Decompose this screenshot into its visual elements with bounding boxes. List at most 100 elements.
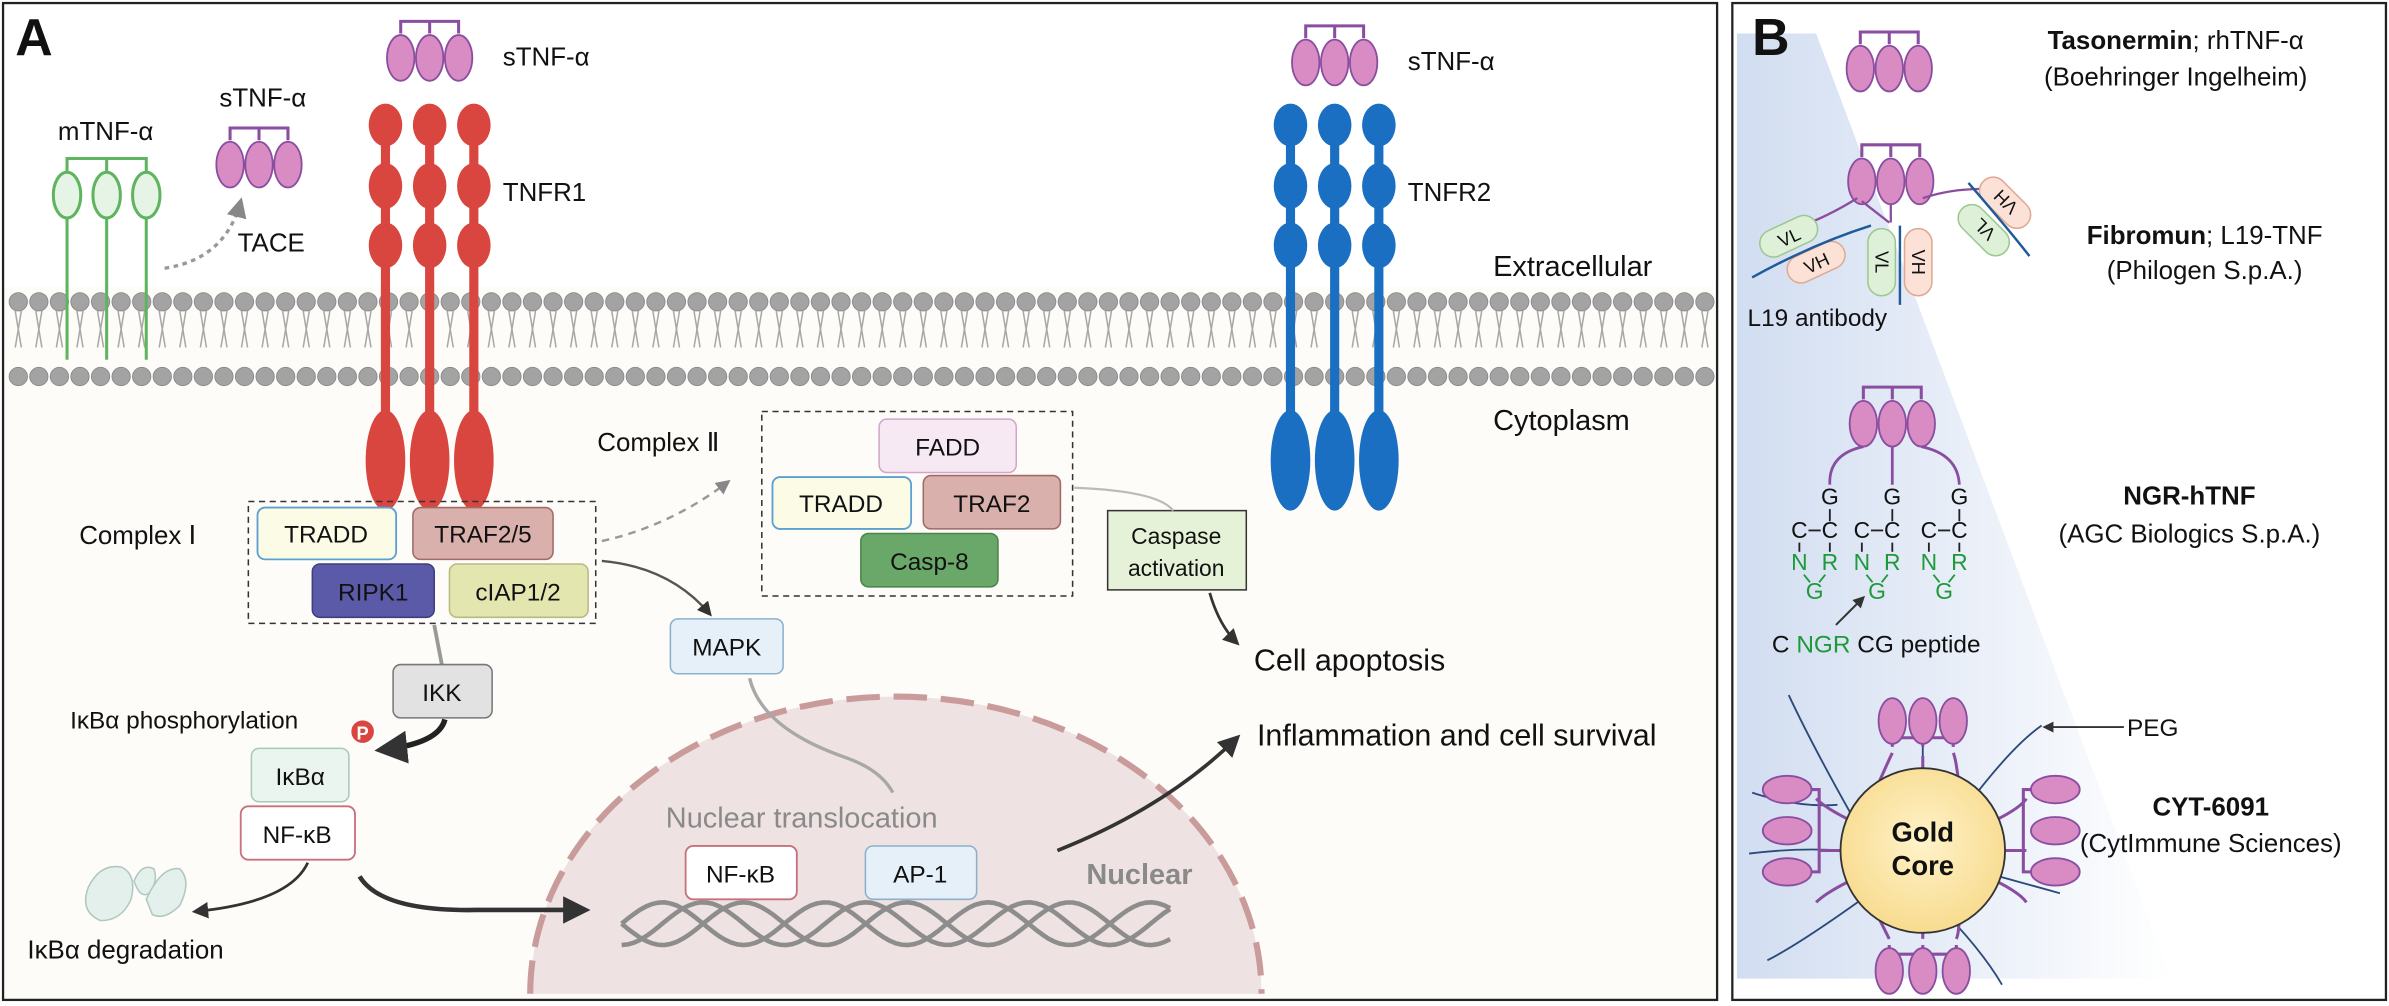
tnfr1-strand [454,103,494,511]
svg-text:NF-κB: NF-κB [706,862,775,889]
complex2-tradd-node: TRADD [771,476,913,530]
released-stnf-label: sTNF-α [219,85,306,113]
svg-text:MAPK: MAPK [692,634,761,661]
cyt6091-company: (CytImmune Sciences) [2080,830,2342,858]
panel-b-letter: B [1752,8,1789,66]
tasonermin-company: (Boehringer Ingelheim) [2044,63,2307,91]
ikk-node: IKK [392,663,493,719]
tnfr2-label: TNFR2 [1408,179,1491,207]
gold-trimer-bottom [1874,945,1971,995]
dna-helix [620,900,1172,948]
svg-text:C: C [1921,517,1937,543]
tnfr1-strand [409,103,450,511]
gold-core: Gold Core [1839,767,2006,934]
svg-text:TRAF2/5: TRAF2/5 [434,522,532,549]
panel-b-wedge [1736,33,2172,979]
svg-text:C: C [1791,517,1807,543]
svg-text:N: N [1791,549,1807,575]
complex1-label: Complex Ⅰ [79,522,196,550]
nuclear-label: Nuclear [1086,859,1192,891]
svg-text:VL: VL [1872,251,1893,273]
svg-text:TRADD: TRADD [284,522,368,549]
svg-text:G: G [1806,578,1824,604]
tnfr2-stnf-label: sTNF-α [1408,48,1495,76]
complex2-label: Complex Ⅱ [597,429,719,457]
svg-text:Core: Core [1892,850,1954,881]
svg-text:P: P [357,722,369,743]
mtnf-alpha-label: mTNF-α [58,118,153,146]
tasonermin-trimer [1845,30,1934,93]
nuclear-translocation-label: Nuclear translocation [666,803,938,835]
traf25-node: TRAF2/5 [412,506,554,561]
nfkb-to-degradation-arrow [191,862,310,919]
svg-text:NF-κB: NF-κB [263,822,332,849]
nucleus-to-inflammation-arrow [1056,734,1241,853]
tace-cleavage-arrow [164,197,247,270]
svg-text:Gold: Gold [1892,816,1954,847]
fadd-node: FADD [878,418,1018,474]
tnfr1-stnf-label: sTNF-α [503,44,590,72]
casp8-node: Casp-8 [860,532,999,588]
nuclear-ap1-node: AP-1 [864,845,978,901]
extracellular-label: Extracellular [1493,251,1653,283]
svg-text:N: N [1854,549,1870,575]
inflammation-label: Inflammation and cell survival [1257,718,1657,752]
svg-text:Casp-8: Casp-8 [890,549,969,576]
gold-trimer-right [2021,774,2081,887]
cyt6091-title: CYT-6091 [2152,793,2269,821]
svg-text:R: R [1951,549,1967,575]
phosphorylation-label: IκBα phosphorylation [70,708,298,735]
degradation-label: IκBα degradation [27,937,223,965]
mapk-node: MAPK [669,618,784,675]
tnfr2-receptor [1270,103,1399,511]
svg-text:G: G [1950,484,1968,510]
complex1-to-mapk-arrow [601,559,712,617]
l19-antibody: VL VH VL VH VL VH [1751,176,2032,305]
mtnf-alpha [51,156,162,360]
panel-a-letter: A [15,8,52,66]
tace-label: TACE [238,229,305,257]
complex2-to-caspase-arrow [1074,486,1175,512]
svg-text:FADD: FADD [915,435,980,462]
svg-text:TRAF2: TRAF2 [953,491,1030,518]
svg-text:G: G [1883,484,1901,510]
tnfr1-strand [365,103,406,511]
svg-text:R: R [1884,549,1900,575]
complex1-to-ikk-line [432,624,444,665]
svg-text:AP-1: AP-1 [893,862,947,889]
gold-trimer-left [1761,774,1821,887]
caspase-to-apoptosis-arrow [1208,592,1240,646]
ikk-to-ikba-arrow [374,718,448,764]
svg-text:N: N [1921,549,1937,575]
cell-apoptosis-label: Cell apoptosis [1254,644,1445,678]
fibromun-trimer [1846,143,1935,206]
svg-text:C: C [1854,517,1870,543]
tnfr2-ligand-trimer [1290,24,1379,87]
complex1-box [247,500,597,625]
tnfr1-ligand-trimer [385,19,474,83]
nfkb-to-nucleus-arrow [357,875,591,924]
tnfr1-receptor [365,103,494,511]
svg-text:IκBα: IκBα [275,764,324,791]
ripk1-node: RIPK1 [311,563,435,619]
tnfr2-strand [1359,103,1399,511]
tradd-node: TRADD [256,506,398,561]
gold-trimer-top [1877,697,1968,747]
nfkb-node: NF-κB [239,805,356,861]
svg-text:VH: VH [1908,249,1929,274]
ngr-htnf-trimer [1848,385,1937,449]
nuclear-nfkb-node: NF-κB [684,845,798,901]
ciap-node: cIAP1/2 [448,563,589,619]
svg-text:C: C [1822,517,1838,543]
svg-text:G: G [1868,578,1886,604]
svg-text:G: G [1821,484,1839,510]
ngr-pointer-arrow [1835,595,1866,626]
mapk-to-nucleus-arrow [747,677,895,794]
l19-antibody-label: L19 antibody [1748,305,1888,332]
svg-text:G: G [1935,578,1953,604]
